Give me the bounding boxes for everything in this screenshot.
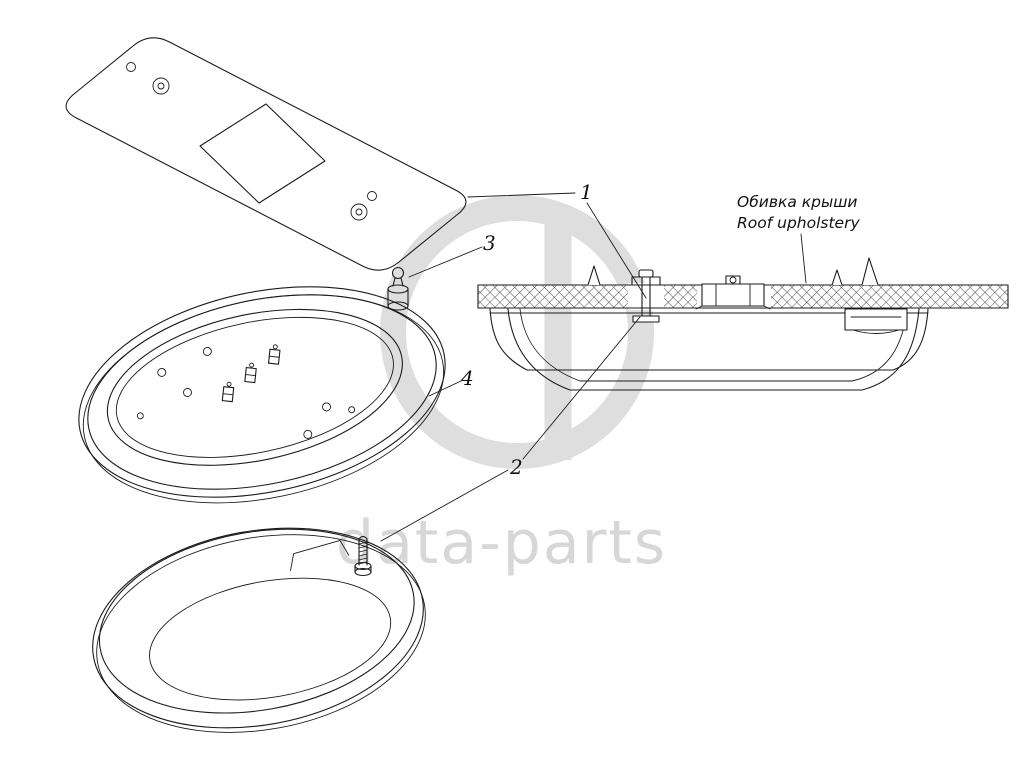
base-contact-clip [244,362,257,384]
roof-tab [861,257,879,286]
leader-lines [380,192,807,542]
callout-1: 1 [580,180,593,204]
leader-line-1b [586,202,647,299]
base-hole [136,412,144,420]
leader-line-roof-upholstery [800,233,807,284]
annotation-roof-upholstery-ru: Обивка крыши [737,193,857,211]
roof-tab [831,269,843,286]
lens-tab [290,539,350,571]
mounting-plate [65,37,467,271]
callout-2: 2 [509,455,523,479]
mounting-bracket [695,275,771,310]
plate-grommet [152,77,170,95]
plate-cutout [199,103,326,204]
retainer-clamp [631,269,661,323]
base-contact-clip [267,344,281,365]
base-hole [183,388,192,397]
watermark-text: data-parts [336,508,667,578]
lens-cover [92,527,426,733]
base-hole [303,429,313,439]
roof-section [477,257,1009,391]
plate-hole [367,191,377,201]
housing-profile [489,308,929,371]
leader-line-1a [467,192,576,198]
callout-4: 4 [460,366,474,390]
leader-line-2b [522,316,641,460]
lens-profile [507,308,920,391]
watermark-logo [380,195,654,469]
leader-line-2a [380,469,509,542]
base-hole [348,406,356,414]
lamp-holder-bracket [844,308,908,334]
leader-line-4 [428,380,462,397]
plate-hole [126,62,136,72]
retainer-pin [387,266,409,311]
plate-grommet [350,203,368,221]
leader-line-3 [408,246,483,278]
base-hole [322,402,331,412]
lamp-base [78,286,446,504]
base-hole [202,347,212,356]
base-hole [157,367,167,377]
base-contact-clip [221,381,235,403]
callout-3: 3 [483,231,496,255]
annotation-roof-upholstery-en: Roof upholstery [737,214,860,232]
roof-tab [587,265,601,286]
